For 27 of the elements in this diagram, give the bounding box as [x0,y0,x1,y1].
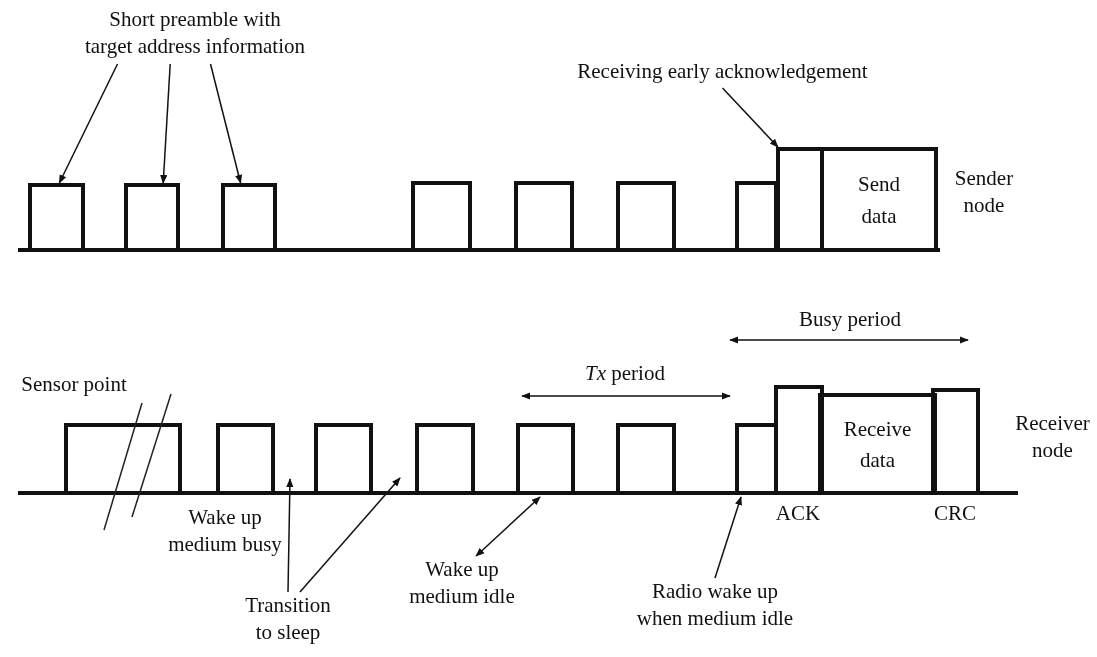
callout-text: Transition to sleep [228,592,348,654]
preamble-pulse [124,183,180,250]
leader-arrow [160,63,171,184]
leader-arrow [475,496,541,557]
leader-arrow [299,477,401,593]
data-block [818,393,937,493]
dimension-label: Tx period [584,360,666,387]
node-label: Receiver node [1014,410,1091,465]
leader-arrow [209,63,243,184]
leader-arrow [58,63,119,184]
callout-text: Receiving early acknowledgement [550,58,895,88]
leader-arrow [721,87,779,148]
state-label: Wake up medium busy [167,504,283,559]
callout-text: Short preamble with target address information [40,6,350,64]
segment-label: CRC [933,500,977,527]
block-label: Send data [857,171,901,230]
node-label: Sender node [953,165,1015,220]
block-label: Receive data [842,415,913,474]
dimension-label: Busy period [797,306,903,333]
preamble-pulse [221,183,277,250]
segment-label: ACK [774,500,822,527]
callout-text: Radio wake up when medium idle [615,578,815,636]
leader-arrow [286,478,294,593]
leader-arrow [714,496,742,579]
preamble-pulse [28,183,85,250]
callout-text: Wake up medium idle [403,556,521,614]
point-label: Sensor point [20,371,128,398]
